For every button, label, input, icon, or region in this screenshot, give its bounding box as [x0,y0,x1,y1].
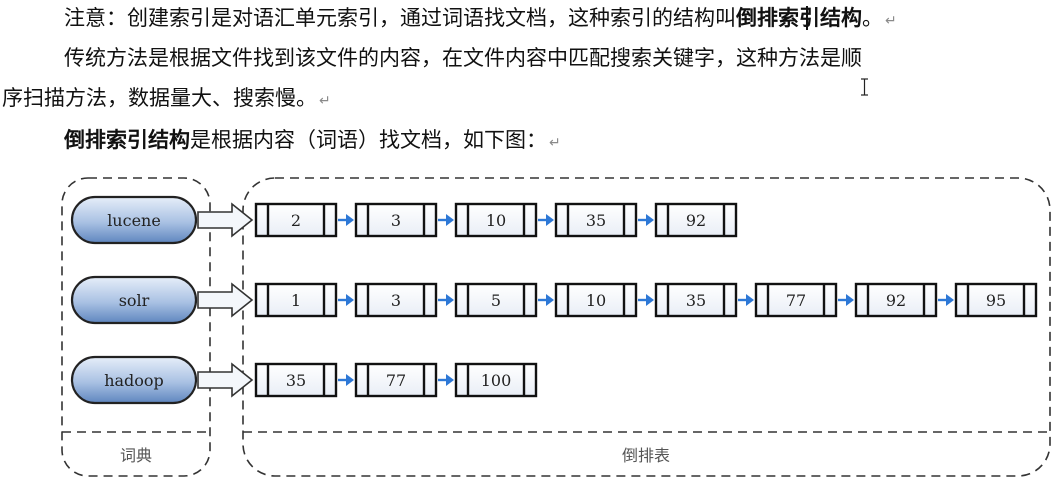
hollow-arrow-icon [197,362,254,398]
paragraph-inverted: 倒排索引结构是根据内容（词语）找文档，如下图：↵ [64,126,561,157]
paragraph-mark-icon: ↵ [885,13,897,29]
term-pill [70,275,198,325]
posting-node: 10 [454,202,538,238]
posting-node: 92 [854,282,938,318]
term-label: lucene [107,211,161,230]
inverted-bold-term: 倒排索引结构 [64,128,190,152]
link-arrowhead-icon [946,294,954,306]
posting-doc-id: 35 [286,371,306,390]
link-arrowhead-icon [746,294,754,306]
term-row-lucene: lucene 2 3 10 35 92 [70,195,738,245]
posting-doc-id: 35 [686,291,706,310]
link-arrowhead-icon [546,294,554,306]
link-arrowhead-icon [846,294,854,306]
hollow-arrow-icon [197,202,254,238]
inverted-table-caption: 倒排表 [622,446,670,465]
link-arrowhead-icon [446,294,454,306]
posting-node: 77 [354,362,438,398]
posting-node: 5 [454,282,538,318]
posting-node: 35 [554,202,638,238]
posting-doc-id: 1 [291,291,301,310]
hollow-arrow-icon [197,282,254,318]
note-text: 注意：创建索引是对语汇单元索引，通过词语找文档，这种索引的结构叫 [64,6,736,30]
paragraph-mark-icon: ↵ [319,93,331,109]
link-arrowhead-icon [446,214,454,226]
traditional-text: 传统方法是根据文件找到该文件的内容，在文件内容中匹配搜索关键字，这种方法是顺 [64,46,862,70]
term-label: hadoop [104,371,164,390]
posting-doc-id: 77 [386,371,406,390]
posting-node: 10 [554,282,638,318]
paragraph-traditional: 传统方法是根据文件找到该文件的内容，在文件内容中匹配搜索关键字，这种方法是顺 [64,44,862,72]
paragraph-note: 注意：创建索引是对语汇单元索引，通过词语找文档，这种索引的结构叫倒排索引结构。↵ [64,4,897,35]
link-arrowhead-icon [446,374,454,386]
posting-doc-id: 2 [291,211,301,230]
term-pill [70,355,198,405]
posting-doc-id: 10 [586,291,606,310]
paragraph-traditional-cont: 序扫描方法，数据量大、搜索慢。↵ [2,84,331,115]
link-arrowhead-icon [546,214,554,226]
traditional-cont-text: 序扫描方法，数据量大、搜索慢。 [2,86,317,110]
posting-node: 1 [254,282,338,318]
term-row-hadoop: hadoop 35 77 100 [70,355,538,405]
posting-node: 92 [654,202,738,238]
posting-doc-id: 77 [786,291,806,310]
posting-doc-id: 35 [586,211,606,230]
posting-node: 35 [654,282,738,318]
inverted-table-frame [242,177,1051,477]
posting-doc-id: 100 [481,371,512,390]
posting-doc-id: 3 [391,291,401,310]
posting-doc-id: 10 [486,211,506,230]
posting-node: 95 [954,282,1038,318]
term-label: solr [119,291,150,310]
dictionary-frame [61,177,211,477]
posting-doc-id: 95 [986,291,1006,310]
note-bold-term: 倒排索引结构 [736,6,862,30]
ibeam-cursor-icon [861,78,868,96]
posting-node: 77 [754,282,838,318]
posting-doc-id: 92 [686,211,706,230]
posting-node: 100 [454,362,538,398]
link-arrowhead-icon [346,214,354,226]
posting-doc-id: 92 [886,291,906,310]
posting-node: 2 [254,202,338,238]
link-arrowhead-icon [346,374,354,386]
term-pill [70,195,198,245]
dictionary-caption: 词典 [120,446,152,465]
link-arrowhead-icon [646,214,654,226]
note-end: 。 [862,6,883,30]
posting-doc-id: 5 [491,291,501,310]
link-arrowhead-icon [646,294,654,306]
link-arrowhead-icon [346,294,354,306]
posting-node: 3 [354,282,438,318]
posting-node: 35 [254,362,338,398]
inverted-text: 是根据内容（词语）找文档，如下图： [190,128,547,152]
paragraph-mark-icon: ↵ [549,135,561,151]
text-caret [806,6,808,30]
posting-doc-id: 3 [391,211,401,230]
posting-node: 3 [354,202,438,238]
